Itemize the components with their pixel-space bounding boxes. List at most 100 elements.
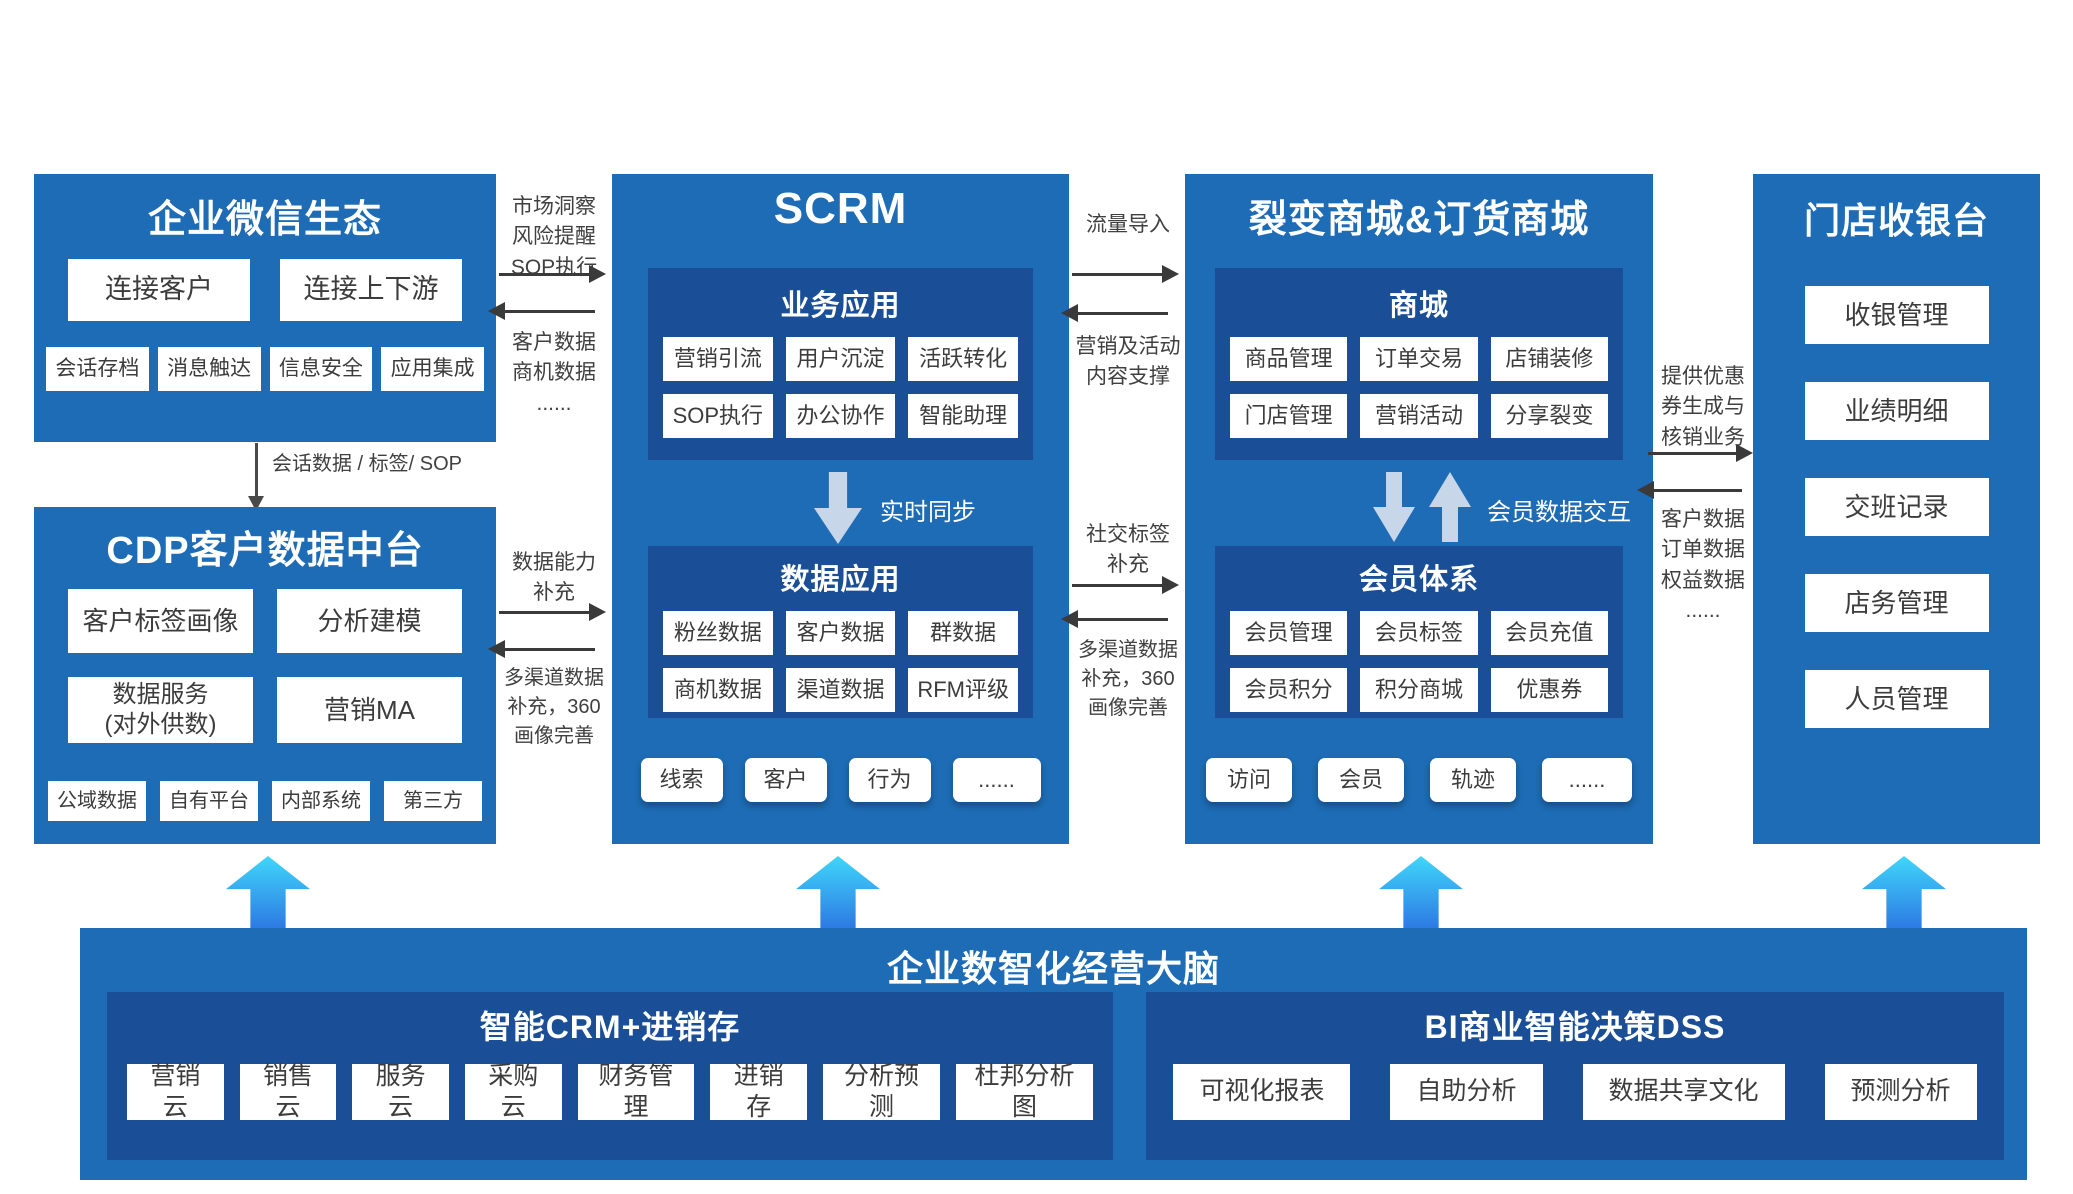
wechat-ecosystem-panel: 企业微信生态 连接客户 连接上下游 会话存档 消息触达 信息安全 应用集成 — [34, 174, 496, 442]
pos-item: 交班记录 — [1804, 478, 1989, 536]
down-arrow-icon — [1373, 472, 1415, 542]
scrm-data-item: 粉丝数据 — [663, 611, 773, 655]
crm-item: 服务云 — [352, 1062, 449, 1121]
scrm-bottom-tag: 行为 — [848, 758, 931, 802]
left-arrow-icon — [1637, 481, 1742, 499]
mall-exchange-label: 会员数据交互 — [1487, 499, 1631, 526]
mall-member-item: 会员积分 — [1230, 668, 1348, 712]
left-arrow-icon — [1061, 610, 1168, 628]
mall-shop-item: 店铺装修 — [1490, 337, 1608, 381]
mall-member-title: 会员体系 — [1358, 564, 1479, 596]
bi-item: 数据共享文化 — [1582, 1064, 1785, 1120]
scrm-mall-right-label: 流量导入 — [1086, 213, 1170, 236]
scrm-sync-label: 实时同步 — [880, 499, 976, 526]
mall-shop-item: 商品管理 — [1230, 337, 1348, 381]
cdp-tag: 第三方 — [384, 781, 482, 821]
bi-item: 预测分析 — [1824, 1064, 1977, 1120]
scrm-data-item: 客户数据 — [785, 611, 896, 655]
wechat-tag: 消息触达 — [157, 347, 261, 391]
scrm-business-item: 活跃转化 — [908, 337, 1018, 381]
cdp-scrm-right-label: 数据能力 补充 — [512, 551, 596, 605]
down-arrow-icon — [248, 443, 264, 511]
wechat-tag: 信息安全 — [269, 347, 373, 391]
scrm-panel: SCRM 业务应用 营销引流 用户沉淀 活跃转化 SOP执行 办公协作 智能助理… — [612, 174, 1069, 844]
right-arrow-icon — [1072, 265, 1179, 283]
crm-item: 采购云 — [464, 1062, 562, 1121]
brain-panel-title: 企业数智化经营大脑 — [886, 948, 1220, 989]
scrm-business-item: 营销引流 — [663, 337, 773, 381]
mall-shop-item: 订单交易 — [1360, 337, 1478, 381]
wechat-item-connect-customers: 连接客户 — [68, 259, 250, 321]
scrm-mall-right-label2: 社交标签 补充 — [1086, 523, 1170, 577]
scrm-data-title: 数据应用 — [780, 564, 901, 596]
pos-panel: 门店收银台 收银管理 业绩明细 交班记录 店务管理 人员管理 — [1753, 174, 2040, 844]
pos-item: 人员管理 — [1804, 670, 1989, 728]
up-arrow-icon — [1862, 856, 1946, 928]
mall-bottom-tag: 会员 — [1318, 758, 1404, 802]
cdp-item-data-service: 数据服务 (对外供数) — [68, 677, 253, 743]
bi-item: 自助分析 — [1390, 1064, 1543, 1120]
pos-item: 店务管理 — [1804, 574, 1989, 632]
cdp-scrm-left-label: 多渠道数据 补充，360 画像完善 — [504, 667, 604, 747]
scrm-mall-left-label2: 多渠道数据 补充，360 画像完善 — [1078, 639, 1178, 719]
cdp-item-marketing-ma: 营销MA — [277, 677, 462, 743]
brain-crm-section: 智能CRM+进销存 营销云 销售云 服务云 采购云 财务管理 进销存 分析预测 … — [107, 992, 1113, 1160]
cdp-item-analytics-modeling: 分析建模 — [277, 589, 462, 653]
crm-item: 营销云 — [127, 1062, 224, 1121]
cdp-tag: 公域数据 — [48, 781, 146, 821]
scrm-data-item: 渠道数据 — [785, 668, 896, 712]
wechat-tag: 应用集成 — [381, 347, 484, 391]
wechat-panel-title: 企业微信生态 — [147, 199, 382, 241]
brain-crm-title: 智能CRM+进销存 — [479, 1009, 741, 1045]
up-arrow-icon — [1379, 856, 1463, 928]
up-arrow-icon — [796, 856, 880, 928]
mall-shop-item: 营销活动 — [1360, 394, 1478, 438]
mall-shop-title: 商城 — [1388, 290, 1449, 322]
mall-shop-item: 分享裂变 — [1490, 394, 1608, 438]
scrm-bottom-tag: 线索 — [640, 758, 723, 802]
mall-pos-left-label: 客户数据 订单数据 权益数据 ...... — [1661, 508, 1745, 623]
crm-item: 财务管理 — [577, 1062, 695, 1121]
mall-panel-title: 裂变商城&订货商城 — [1248, 199, 1590, 241]
cdp-panel: CDP客户数据中台 客户标签画像 分析建模 数据服务 (对外供数) 营销MA 公… — [34, 507, 496, 844]
pos-item: 收银管理 — [1804, 286, 1989, 344]
wechat-cdp-arrow-label: 会话数据 / 标签/ SOP — [272, 453, 463, 475]
right-arrow-icon — [1072, 576, 1179, 594]
right-arrow-icon — [499, 603, 606, 621]
scrm-business-item: 用户沉淀 — [785, 337, 896, 381]
cdp-item-tag-profile: 客户标签画像 — [68, 589, 253, 653]
crm-item: 杜邦分析图 — [955, 1062, 1093, 1121]
bi-item: 可视化报表 — [1173, 1064, 1351, 1120]
down-arrow-icon — [814, 472, 862, 544]
mall-bottom-tag: 轨迹 — [1430, 758, 1516, 802]
scrm-business-item: 办公协作 — [785, 394, 896, 438]
right-arrow-icon — [499, 265, 606, 283]
scrm-data-section: 数据应用 粉丝数据 客户数据 群数据 商机数据 渠道数据 RFM评级 — [648, 546, 1033, 718]
mall-member-item: 优惠券 — [1490, 668, 1608, 712]
brain-panel: 企业数智化经营大脑 智能CRM+进销存 营销云 销售云 服务云 采购云 财务管理… — [80, 928, 2027, 1180]
scrm-business-item: SOP执行 — [663, 394, 773, 438]
scrm-data-item: RFM评级 — [908, 668, 1018, 712]
mall-member-item: 会员管理 — [1230, 611, 1348, 655]
mall-member-item: 会员充值 — [1490, 611, 1608, 655]
right-arrow-icon — [1648, 444, 1753, 462]
pos-item: 业绩明细 — [1804, 382, 1989, 440]
up-arrow-icon — [1429, 472, 1471, 542]
brain-bi-title: BI商业智能决策DSS — [1424, 1009, 1726, 1045]
pos-panel-title: 门店收银台 — [1803, 200, 1989, 241]
mall-shop-section: 商城 商品管理 订单交易 店铺装修 门店管理 营销活动 分享裂变 — [1215, 268, 1623, 460]
mall-shop-item: 门店管理 — [1230, 394, 1348, 438]
crm-item: 分析预测 — [823, 1062, 940, 1121]
mall-panel: 裂变商城&订货商城 商城 商品管理 订单交易 店铺装修 门店管理 营销活动 分享… — [1185, 174, 1653, 844]
scrm-data-item: 群数据 — [908, 611, 1018, 655]
wechat-item-connect-updown: 连接上下游 — [280, 259, 462, 321]
scrm-mall-left-label: 营销及活动 内容支撑 — [1075, 335, 1181, 389]
cdp-panel-title: CDP客户数据中台 — [106, 530, 424, 572]
wechat-scrm-left-label: 客户数据 商机数据 ...... — [512, 331, 596, 415]
mall-pos-right-label: 提供优惠 券生成与 核销业务 — [1661, 365, 1745, 449]
wechat-tag: 会话存档 — [46, 347, 149, 391]
scrm-business-title: 业务应用 — [780, 290, 901, 322]
crm-item: 进销存 — [710, 1062, 808, 1121]
crm-item: 销售云 — [239, 1062, 337, 1121]
mall-member-section: 会员体系 会员管理 会员标签 会员充值 会员积分 积分商城 优惠券 — [1215, 546, 1623, 718]
